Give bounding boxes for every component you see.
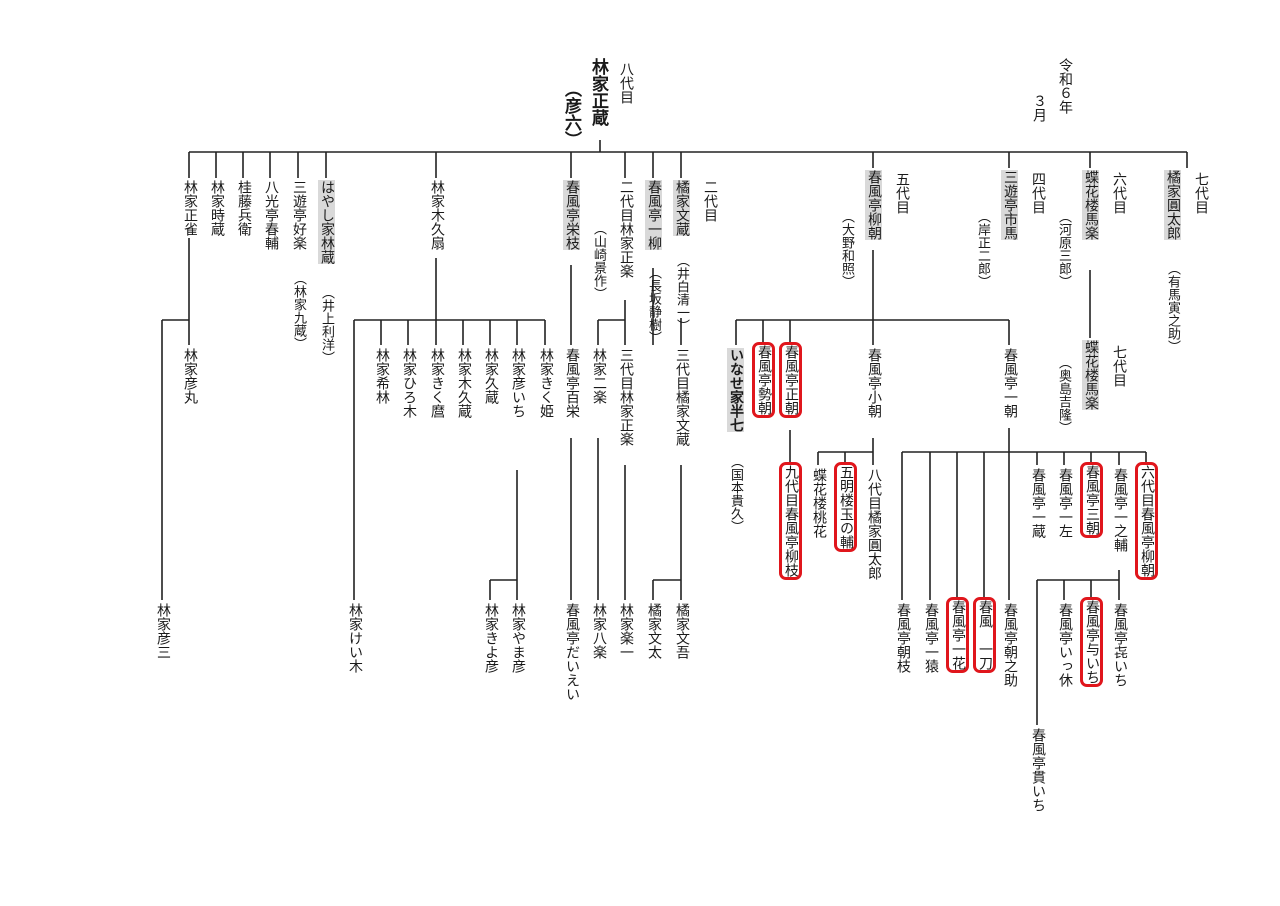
node-bataku-7-real: （奥島吉隆） xyxy=(1056,356,1071,434)
node-bataku-gen: 六代目 xyxy=(1111,172,1127,214)
node-entaro-8: 八代目橘家圓太郎 xyxy=(866,468,882,580)
node-ichizo: 春風亭一蔵 xyxy=(1030,468,1046,538)
node-bunzo: 橘家文蔵 xyxy=(673,180,690,236)
node-ikkyu: 春風亭いっ休 xyxy=(1057,603,1073,687)
node-ryucho-6: 六代目春風亭柳朝 xyxy=(1135,462,1158,580)
node-kocho: 春風亭小朝 xyxy=(866,348,882,418)
node-kikusen: 林家木久扇 xyxy=(429,180,445,250)
node-masara-real: （山崎景作） xyxy=(591,222,606,300)
node-itto: 春風 一刀 xyxy=(973,597,996,673)
node-niraku: 林家二楽 xyxy=(591,348,607,404)
node-bataku: 蝶花楼馬楽 xyxy=(1082,170,1099,240)
node-keiki: 林家けい木 xyxy=(347,603,363,673)
node-rakuichi: 林家楽一 xyxy=(618,603,634,659)
node-hachiraku: 林家八楽 xyxy=(591,603,607,659)
node-bunta: 橘家文太 xyxy=(646,603,662,659)
node-kikureki: 林家きく麿 xyxy=(429,348,445,418)
root-generation: 八代目 xyxy=(618,62,634,104)
node-bunzo-gen: 二代目 xyxy=(702,180,718,222)
node-ichinosuke: 春風亭一之輔 xyxy=(1112,468,1128,552)
node-koraku: 三遊亭好楽 xyxy=(291,180,307,250)
node-hyakuei: 春風亭百栄 xyxy=(564,348,580,418)
node-ichiba-gen: 四代目 xyxy=(1030,172,1046,214)
node-haruho: 八光亭春輔 xyxy=(263,180,279,250)
node-hiroki: 林家ひろ木 xyxy=(401,348,417,418)
node-entaro-real: （有馬寅之助） xyxy=(1165,262,1180,353)
node-hikoichi: 林家彦いち xyxy=(510,348,526,418)
node-bataku-real: （河原三郎） xyxy=(1056,210,1071,288)
node-bungo: 橘家文吾 xyxy=(674,603,690,659)
node-ryucho: 春風亭柳朝 xyxy=(865,170,882,240)
node-entaro-gen: 七代目 xyxy=(1193,172,1209,214)
node-masara-2: 二代目林家正楽 xyxy=(618,180,634,278)
node-ryucho-gen: 五代目 xyxy=(894,172,910,214)
node-kiyohiko: 林家きよ彦 xyxy=(483,603,499,673)
node-koraku-real: （林家九蔵） xyxy=(291,272,306,350)
node-kikukyuzo: 林家木久蔵 xyxy=(456,348,472,418)
node-bunzo-3: 三代目橘家文蔵 xyxy=(674,348,690,446)
node-hikozo: 林家彦三 xyxy=(155,603,171,659)
node-ichiryu: 春風亭一柳 xyxy=(645,180,662,250)
node-fujibee: 桂藤兵衛 xyxy=(236,180,252,236)
node-bataku-7-gen: 七代目 xyxy=(1111,345,1127,387)
node-asanosuke: 春風亭朝之助 xyxy=(1002,603,1018,687)
node-yoichi: 春風亭与いち xyxy=(1080,597,1103,687)
date-era: 令和６年 xyxy=(1057,58,1073,114)
node-masara-3: 三代目林家正楽 xyxy=(618,348,634,446)
node-hanshichi-real: （国本貴久） xyxy=(728,455,743,533)
node-ikka: 春風亭一花 xyxy=(946,597,969,673)
root-real-name: （彦六） xyxy=(561,80,581,148)
node-choshi: 春風亭朝枝 xyxy=(895,603,911,673)
node-seicho: 春風亭勢朝 xyxy=(752,342,775,418)
node-hanshichi: いなせ家半七 xyxy=(727,348,744,432)
node-kyuzo: 林家久蔵 xyxy=(483,348,499,404)
node-yamahiko: 林家やま彦 xyxy=(510,603,526,673)
node-ichiba: 三遊亭市馬 xyxy=(1001,170,1018,240)
node-masasuzume: 林家正雀 xyxy=(182,180,198,236)
node-ryushi: 九代目春風亭柳枝 xyxy=(779,462,802,580)
node-ichien: 春風亭一猿 xyxy=(923,603,939,673)
node-ichicho: 春風亭一朝 xyxy=(1002,348,1018,418)
node-eishi: 春風亭栄枝 xyxy=(563,180,580,250)
root-name: 林家正蔵 xyxy=(588,58,608,126)
node-daiei: 春風亭だいえい xyxy=(564,603,580,701)
node-tokizo: 林家時蔵 xyxy=(209,180,225,236)
node-ichiba-real: （岸正二郎） xyxy=(975,210,990,288)
node-toka: 蝶花楼桃花 xyxy=(811,468,827,538)
node-entaro: 橘家圓太郎 xyxy=(1164,170,1181,240)
node-ichisa: 春風亭一左 xyxy=(1057,468,1073,538)
node-karinzo: はやし家林蔵 xyxy=(318,180,335,264)
node-kiichi: 春風亭㐂いち xyxy=(1112,603,1128,687)
node-bataku-7: 蝶花楼馬楽 xyxy=(1082,340,1099,410)
node-ichiryu-real: （長坂静樹） xyxy=(646,266,661,344)
node-karinzo-real: （井上利洋） xyxy=(319,286,334,364)
node-hikomaru: 林家彦丸 xyxy=(182,348,198,404)
node-sancho: 春風亭三朝 xyxy=(1080,462,1103,538)
date-month: ３月 xyxy=(1031,94,1047,122)
node-shocho: 春風亭正朝 xyxy=(779,342,802,418)
node-kirin: 林家希林 xyxy=(374,348,390,404)
node-kanichi: 春風亭貫いち xyxy=(1030,728,1046,812)
node-kikuhime: 林家きく姫 xyxy=(538,348,554,418)
node-ryucho-real: （大野和照） xyxy=(839,210,854,288)
node-tamanosuke: 五明楼玉の輔 xyxy=(834,462,857,552)
node-bunzo-real: （井白清一） xyxy=(674,254,689,332)
